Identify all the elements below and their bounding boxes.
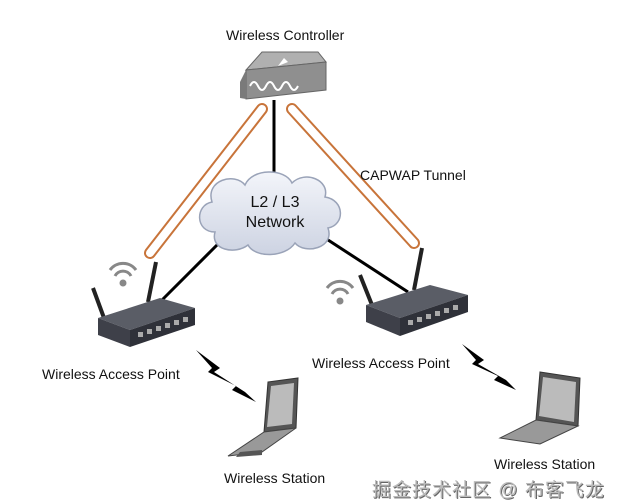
link-network-ap-right bbox=[324, 236, 409, 294]
network-cloud bbox=[198, 171, 342, 256]
lightning-icon bbox=[196, 350, 256, 402]
access-point-right-label: Wireless Access Point bbox=[312, 355, 450, 371]
capwap-tunnel-left bbox=[144, 103, 268, 259]
access-point-right-device bbox=[358, 247, 468, 336]
controller-label: Wireless Controller bbox=[226, 27, 345, 43]
access-point-left-device bbox=[91, 261, 195, 347]
lightning-icon bbox=[462, 344, 516, 390]
network-label: L2 / L3 Network bbox=[225, 193, 325, 233]
laptop-left-device bbox=[227, 377, 299, 457]
network-label-line1: L2 / L3 bbox=[250, 194, 300, 211]
capwap-tunnel-right bbox=[286, 103, 420, 249]
station-left-label: Wireless Station bbox=[224, 470, 326, 486]
station-right-label: Wireless Station bbox=[494, 456, 596, 472]
watermark: 掘金技术社区 @ 布客飞龙 bbox=[372, 480, 605, 501]
link-network-ap-left bbox=[158, 238, 224, 304]
access-point-left-label: Wireless Access Point bbox=[42, 366, 180, 382]
network-links bbox=[158, 100, 409, 304]
wireless-controller-device bbox=[240, 51, 327, 100]
capwap-tunnels bbox=[144, 103, 420, 259]
laptop-right-device bbox=[498, 371, 581, 445]
capwap-tunnel-label: CAPWAP Tunnel bbox=[360, 167, 466, 183]
network-label-line2: Network bbox=[245, 214, 305, 231]
wifi-icon bbox=[108, 261, 138, 287]
wifi-icon bbox=[325, 279, 355, 305]
